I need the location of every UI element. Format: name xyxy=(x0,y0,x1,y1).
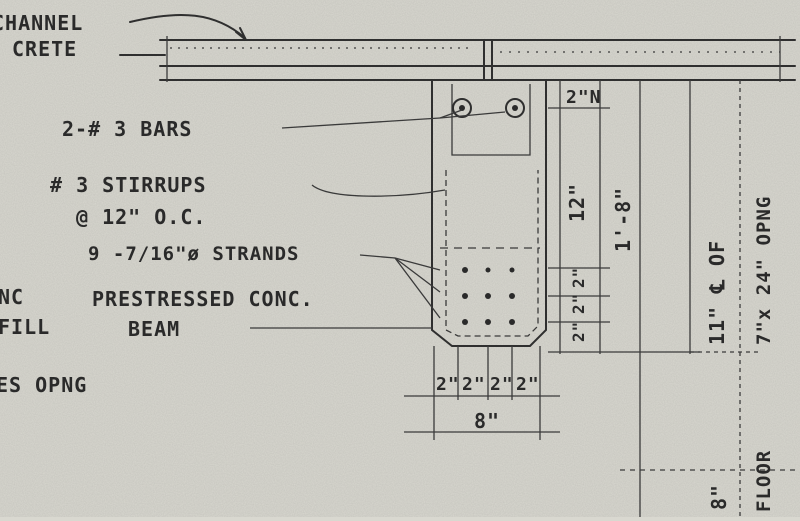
label-floor: FLOOR xyxy=(753,450,775,512)
label-prestressed-conc: PRESTRESSED CONC. xyxy=(92,287,314,311)
top-slab xyxy=(119,36,796,82)
annotation-leaders xyxy=(250,109,506,329)
dim-eleven-cl: 11" ℄ OF xyxy=(705,240,729,345)
strand-pattern xyxy=(462,267,515,325)
label-beam: BEAM xyxy=(128,317,180,341)
label-stirrups: # 3 STIRRUPS xyxy=(50,173,207,197)
dim-eight: 8" xyxy=(474,409,500,433)
dim-one-eight: 1'-8" xyxy=(611,187,635,252)
channel-leader xyxy=(129,14,246,39)
label-channel: CHANNEL xyxy=(0,11,83,35)
channel-arrowhead xyxy=(235,27,247,41)
dim-bottom-two-3: 2" xyxy=(490,374,514,395)
dim-bottom-two-2: 2" xyxy=(462,374,486,395)
right-dimension-lines xyxy=(548,80,760,517)
dim-v-two-3: 2" xyxy=(569,321,588,342)
dim-top-n: 2"N xyxy=(566,87,602,108)
top-bars xyxy=(452,98,525,118)
dim-bottom-two-1: 2" xyxy=(436,374,460,395)
label-bars: 2-# 3 BARS xyxy=(62,117,192,141)
label-stirrup-spacing: @ 12" O.C. xyxy=(76,205,206,229)
dim-v-two-2: 2" xyxy=(569,293,588,314)
label-concrete: CRETE xyxy=(12,37,77,61)
dim-opening: 7"x 24" OPNG xyxy=(753,196,775,345)
label-left-fill: FILL xyxy=(0,315,50,339)
dim-bottom-two-4: 2" xyxy=(516,374,540,395)
label-left-nc: NC xyxy=(0,285,24,309)
dim-twelve: 12" xyxy=(565,183,589,222)
label-left-opng: ES OPNG xyxy=(0,373,87,397)
bottom-dimension-lines xyxy=(404,346,800,471)
dim-v-two-1: 2" xyxy=(569,267,588,288)
prestressed-beam-outline xyxy=(431,79,547,347)
label-strands: 9 -7/16"ø STRANDS xyxy=(88,243,299,265)
dim-floor-eight: 8" xyxy=(707,484,731,510)
